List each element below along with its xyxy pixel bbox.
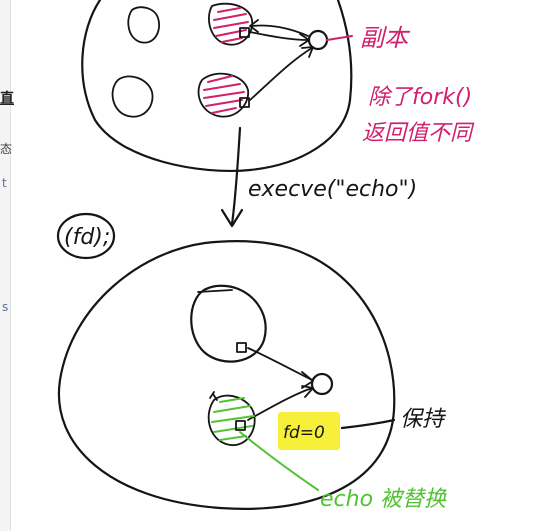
top-left-blob — [127, 6, 160, 44]
edge-glyph: s — [2, 300, 9, 314]
top-arrowhead-lower — [301, 46, 314, 58]
edge-glyph: 态 — [0, 142, 13, 156]
top-arrowhead-upper — [299, 33, 310, 47]
fd-circle — [56, 212, 116, 260]
fd-code-label: (fd); — [64, 225, 110, 250]
echo-replaced-label: echo 被替换 — [320, 487, 447, 512]
top-fd-hatch-upper — [213, 7, 249, 43]
edge-glyph: 直 — [0, 91, 14, 107]
bottom-echo-hatch — [211, 397, 255, 441]
execve-call-label: execve("echo") — [248, 177, 417, 202]
top-back-arrow — [251, 24, 309, 37]
return-value-label: 返回值不同 — [362, 121, 475, 146]
bottom-arrow-upper — [247, 347, 313, 381]
top-fd-blob-lower — [197, 72, 249, 118]
top-fd-square-upper — [239, 27, 250, 38]
copy-label: 副本 — [360, 24, 411, 52]
bottom-upper-stroke — [197, 289, 233, 293]
top-mid-blob — [111, 75, 154, 118]
top-fd-hatch-lower — [203, 75, 245, 114]
background-document-edge: 直 态 t s — [0, 0, 14, 531]
bottom-fd-square-upper — [236, 342, 247, 353]
copy-label-connector — [326, 35, 353, 41]
top-arrow-upper — [249, 31, 309, 41]
execve-arrow — [230, 126, 242, 226]
fd-value-label: fd=0 — [283, 423, 325, 443]
top-fd-blob-upper — [208, 2, 254, 46]
top-arrow-lower — [249, 47, 313, 101]
top-back-arrowhead — [249, 19, 259, 33]
fd-highlight — [278, 412, 340, 450]
keep-label: 保持 — [400, 407, 446, 432]
bottom-arrowhead-upper — [301, 371, 314, 389]
top-fd-square-lower — [239, 97, 250, 108]
keep-label-connector — [340, 418, 396, 430]
bottom-file-object — [310, 372, 334, 396]
echo-label-connector — [239, 431, 319, 491]
bottom-process-outline — [57, 240, 396, 510]
top-process-outline — [81, 0, 353, 173]
except-fork-label: 除了fork() — [368, 85, 472, 110]
execve-arrowhead — [220, 208, 244, 228]
edge-glyph: t — [2, 176, 7, 190]
bottom-fd-square-lower — [235, 420, 246, 431]
bottom-arrowhead-lower — [301, 385, 314, 398]
bottom-echo-mark — [209, 391, 218, 401]
bottom-upper-blob — [190, 284, 267, 363]
